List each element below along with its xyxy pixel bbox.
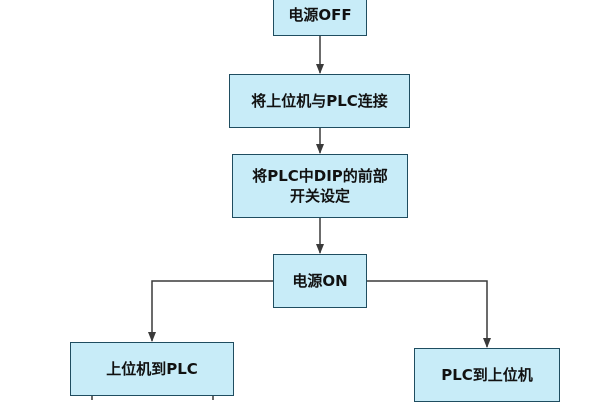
node-set-dip-switch: 将PLC中DIP的前部 开关设定 <box>232 154 408 218</box>
node-connect-host-plc: 将上位机与PLC连接 <box>229 74 410 128</box>
node-plc-to-host: PLC到上位机 <box>414 348 560 402</box>
arrow-power-on-to-host-to-plc <box>148 280 273 342</box>
arrow-power-on-to-plc-to-host <box>367 280 491 348</box>
node-host-to-plc: 上位机到PLC <box>70 342 234 396</box>
node-power-off: 电源OFF <box>273 0 367 36</box>
node-power-on: 电源ON <box>273 254 367 308</box>
